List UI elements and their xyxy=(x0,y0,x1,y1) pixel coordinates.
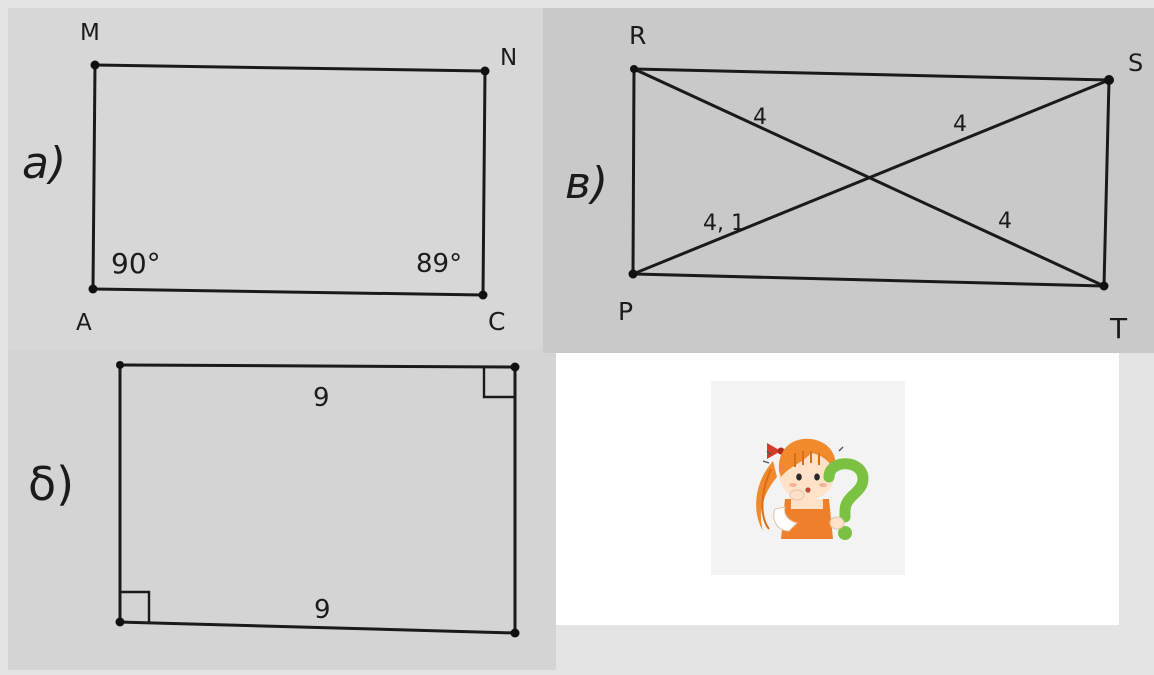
figure-c-tag: в) xyxy=(565,158,608,209)
vertex-a-label: A xyxy=(76,310,92,336)
side-top xyxy=(118,363,517,369)
vertex-n-label: N xyxy=(500,45,517,71)
side-nc xyxy=(481,69,487,297)
side-ac xyxy=(91,287,485,297)
vertex-t-label: T xyxy=(1109,312,1128,345)
side-rs xyxy=(632,67,1111,82)
vertex-t-dot xyxy=(1099,281,1109,291)
side-bottom xyxy=(118,620,517,635)
figure-b-drawing: δ) 9 9 xyxy=(28,361,520,638)
vertex-c-label: C xyxy=(488,307,505,336)
vertex-a-dot xyxy=(88,284,98,294)
vertex-p-label: P xyxy=(618,297,633,326)
vertex-top-left-dot xyxy=(116,361,124,369)
side-ma xyxy=(91,63,97,291)
illustration-card xyxy=(711,381,905,575)
vertex-bottom-right-dot xyxy=(510,628,520,638)
vertex-p-dot xyxy=(628,269,638,279)
top-side-label: 9 xyxy=(313,383,330,413)
figure-a-drawing: M N A C a) 90° 89° xyxy=(22,20,517,336)
figure-c-drawing: R S P T в) 4 4 4, 1 4 xyxy=(565,21,1143,345)
vertex-top-right-dot xyxy=(510,362,520,372)
side-rp xyxy=(631,67,636,276)
side-pt xyxy=(631,272,1106,288)
illustration-panel xyxy=(556,353,1119,625)
vertex-bottom-left-dot xyxy=(115,617,125,627)
right-angle-mark-bottom-left xyxy=(118,590,151,624)
rectangle-rstp xyxy=(631,67,1111,288)
side-mn xyxy=(93,63,487,73)
angle-right-label: 89° xyxy=(416,249,462,279)
segment-s-label: 4 xyxy=(953,112,967,137)
rectangle-with-sides-9 xyxy=(118,363,517,635)
vertex-r-dot xyxy=(630,65,638,73)
vertex-n-dot xyxy=(480,66,490,76)
figure-b-panel: δ) 9 9 xyxy=(8,350,556,670)
diagonal-ps xyxy=(631,78,1111,276)
quadrilateral-mnca xyxy=(91,63,487,297)
vertex-m-dot xyxy=(90,60,100,70)
figure-a-panel: M N A C a) 90° 89° xyxy=(8,8,546,353)
vertex-s-label: S xyxy=(1128,49,1143,77)
segment-r-label: 4 xyxy=(753,105,767,130)
vertex-c-dot xyxy=(478,290,488,300)
vertex-r-label: R xyxy=(629,21,646,50)
girl-thinking-question-mark-icon xyxy=(756,438,869,540)
segment-t-label: 4 xyxy=(998,209,1012,234)
vertex-m-label: M xyxy=(80,20,100,46)
figure-a-tag: a) xyxy=(22,138,66,189)
vertex-s-dot xyxy=(1104,75,1114,85)
bottom-side-label: 9 xyxy=(314,595,331,625)
angle-left-label: 90° xyxy=(111,247,161,280)
figure-c-panel: R S P T в) 4 4 4, 1 4 xyxy=(543,8,1154,353)
segment-p-label: 4, 1 xyxy=(703,211,745,236)
right-angle-mark-top-right xyxy=(482,365,517,399)
side-st xyxy=(1102,78,1111,288)
figure-b-tag: δ) xyxy=(28,457,74,511)
